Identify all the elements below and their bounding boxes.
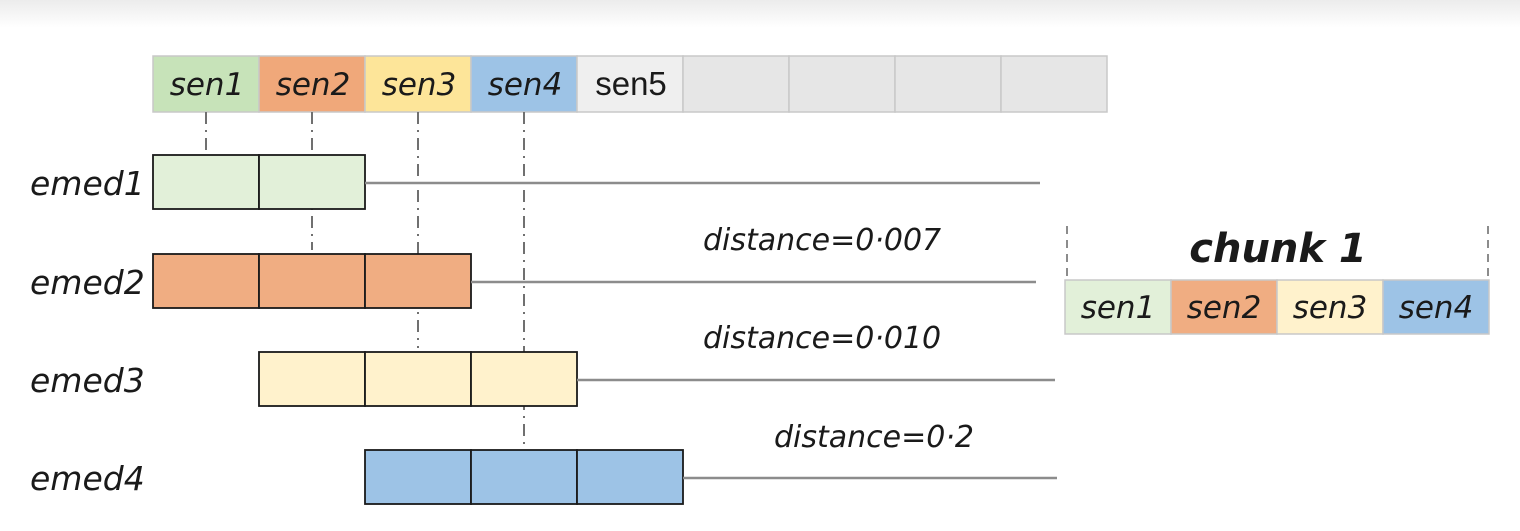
embedding-cell <box>258 351 366 407</box>
embedding-row-1: emed1 <box>30 154 1040 210</box>
sentence-cell-1 <box>152 55 260 113</box>
embedding-row-2: emed2 <box>30 253 1036 309</box>
sentence-label-4: sen4 <box>488 67 563 103</box>
distance-labels: distance=0·007 distance=0·010 distance=0… <box>703 223 974 455</box>
chunk-cell-label-4: sen4 <box>1399 290 1474 326</box>
sentence-label-5: sen5 <box>595 65 667 102</box>
chunk-cell-2 <box>1170 279 1278 335</box>
sentence-cell-3 <box>364 55 472 113</box>
sentence-cell-7 <box>788 55 896 113</box>
embedding-label: emed2 <box>30 263 145 302</box>
embedding-cell <box>152 154 260 210</box>
embedding-rows: emed1 emed2 emed3 emed4 <box>30 154 1057 505</box>
guide-lines <box>205 112 525 445</box>
sentence-cell-2 <box>258 55 366 113</box>
embedding-label: emed4 <box>30 459 145 498</box>
embedding-cell <box>258 253 366 309</box>
embedding-row-4: emed4 <box>30 449 1057 505</box>
chunk-cell-label-2: sen2 <box>1187 290 1262 326</box>
sentence-cell-8 <box>894 55 1002 113</box>
sentence-label-3: sen3 <box>382 67 457 103</box>
chunk-cell-label-1: sen1 <box>1081 290 1156 326</box>
distance-label-1: distance=0·007 <box>703 223 941 258</box>
sentence-label-2: sen2 <box>276 67 351 103</box>
chunk-cells: sen1 sen2 sen3 sen4 <box>1064 279 1490 335</box>
sentence-cell-9 <box>1000 55 1108 113</box>
embedding-cell <box>152 253 260 309</box>
embedding-cell <box>364 449 472 505</box>
distance-label-2: distance=0·010 <box>703 321 941 356</box>
embedding-row-3: emed3 <box>30 351 1055 407</box>
embedding-cell <box>470 449 578 505</box>
embedding-label: emed1 <box>30 164 145 203</box>
sentence-row: sen1 sen2 sen3 sen4 sen5 <box>152 55 1108 113</box>
top-shade <box>0 0 1520 28</box>
embedding-cell <box>364 253 472 309</box>
sentence-cell-6 <box>682 55 790 113</box>
embedding-label: emed3 <box>30 361 145 400</box>
embedding-cell <box>470 351 578 407</box>
chunk-title: chunk 1 <box>1189 226 1367 272</box>
sentence-cell-5 <box>576 55 684 113</box>
embedding-cell <box>364 351 472 407</box>
chunk-cell-label-3: sen3 <box>1293 290 1368 326</box>
distance-label-3: distance=0·2 <box>774 420 974 455</box>
chunk-cell-4 <box>1382 279 1490 335</box>
chunk-cell-1 <box>1064 279 1172 335</box>
sentence-label-1: sen1 <box>170 67 245 103</box>
embedding-cell <box>258 154 366 210</box>
embedding-cell <box>576 449 684 505</box>
chunk-group: chunk 1 sen1 sen2 sen3 sen4 <box>1064 226 1490 335</box>
